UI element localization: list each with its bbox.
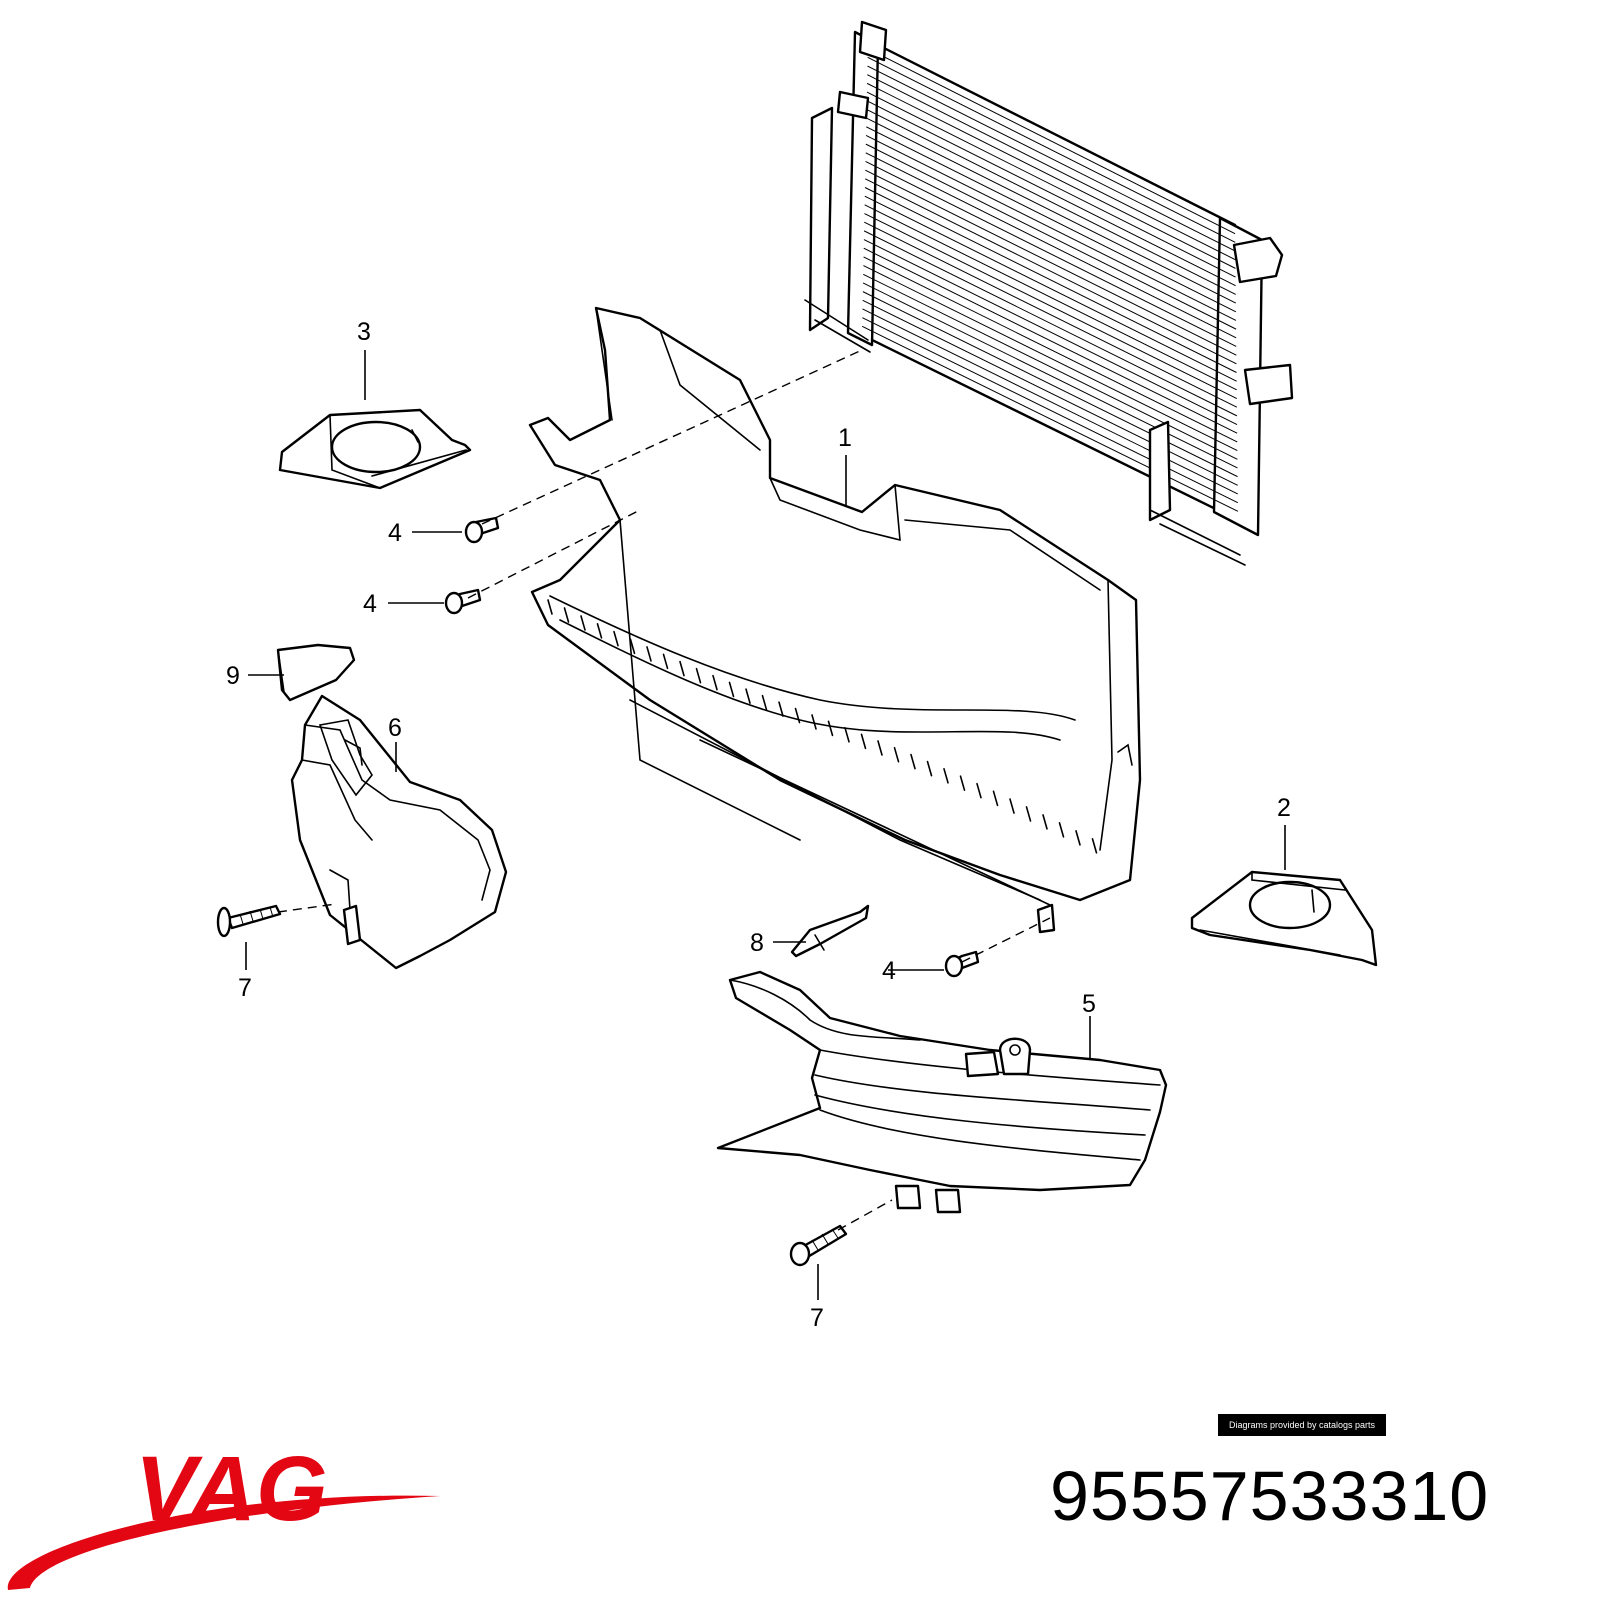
screw-7b bbox=[789, 1224, 848, 1267]
callout-7b: 7 bbox=[810, 1304, 824, 1332]
vag-logo: VAG bbox=[7, 1440, 440, 1590]
assembly-lines bbox=[277, 349, 1051, 1231]
callout-9: 9 bbox=[226, 662, 240, 690]
lower-air-guide bbox=[716, 970, 1168, 1214]
callout-6: 6 bbox=[388, 714, 402, 742]
screw-7a bbox=[216, 904, 282, 938]
callout-4b: 4 bbox=[363, 590, 377, 618]
air-guide-left bbox=[278, 408, 472, 490]
side-deflector bbox=[290, 694, 508, 970]
leader-lines bbox=[245, 350, 1286, 1300]
diagram-credit: Diagrams provided by catalogs parts bbox=[1218, 1414, 1386, 1436]
bolt-4b bbox=[444, 588, 482, 615]
callout-4a: 4 bbox=[388, 519, 402, 547]
callout-1: 1 bbox=[838, 424, 852, 452]
callout-5: 5 bbox=[1082, 990, 1096, 1018]
bolt-4a bbox=[464, 516, 500, 544]
radiator-assembly bbox=[804, 20, 1294, 566]
callout-7a: 7 bbox=[238, 974, 252, 1002]
callout-8: 8 bbox=[750, 929, 764, 957]
cap-part bbox=[276, 643, 356, 702]
svg-text:VAG: VAG bbox=[135, 1440, 328, 1540]
callout-3: 3 bbox=[357, 318, 371, 346]
callout-4c: 4 bbox=[882, 957, 896, 985]
air-duct bbox=[528, 306, 1142, 934]
air-guide-right bbox=[1190, 870, 1378, 967]
clip-part bbox=[790, 904, 870, 958]
bolt-4c bbox=[944, 950, 980, 978]
callout-2: 2 bbox=[1277, 794, 1291, 822]
part-number: 95557533310 bbox=[1050, 1457, 1490, 1535]
